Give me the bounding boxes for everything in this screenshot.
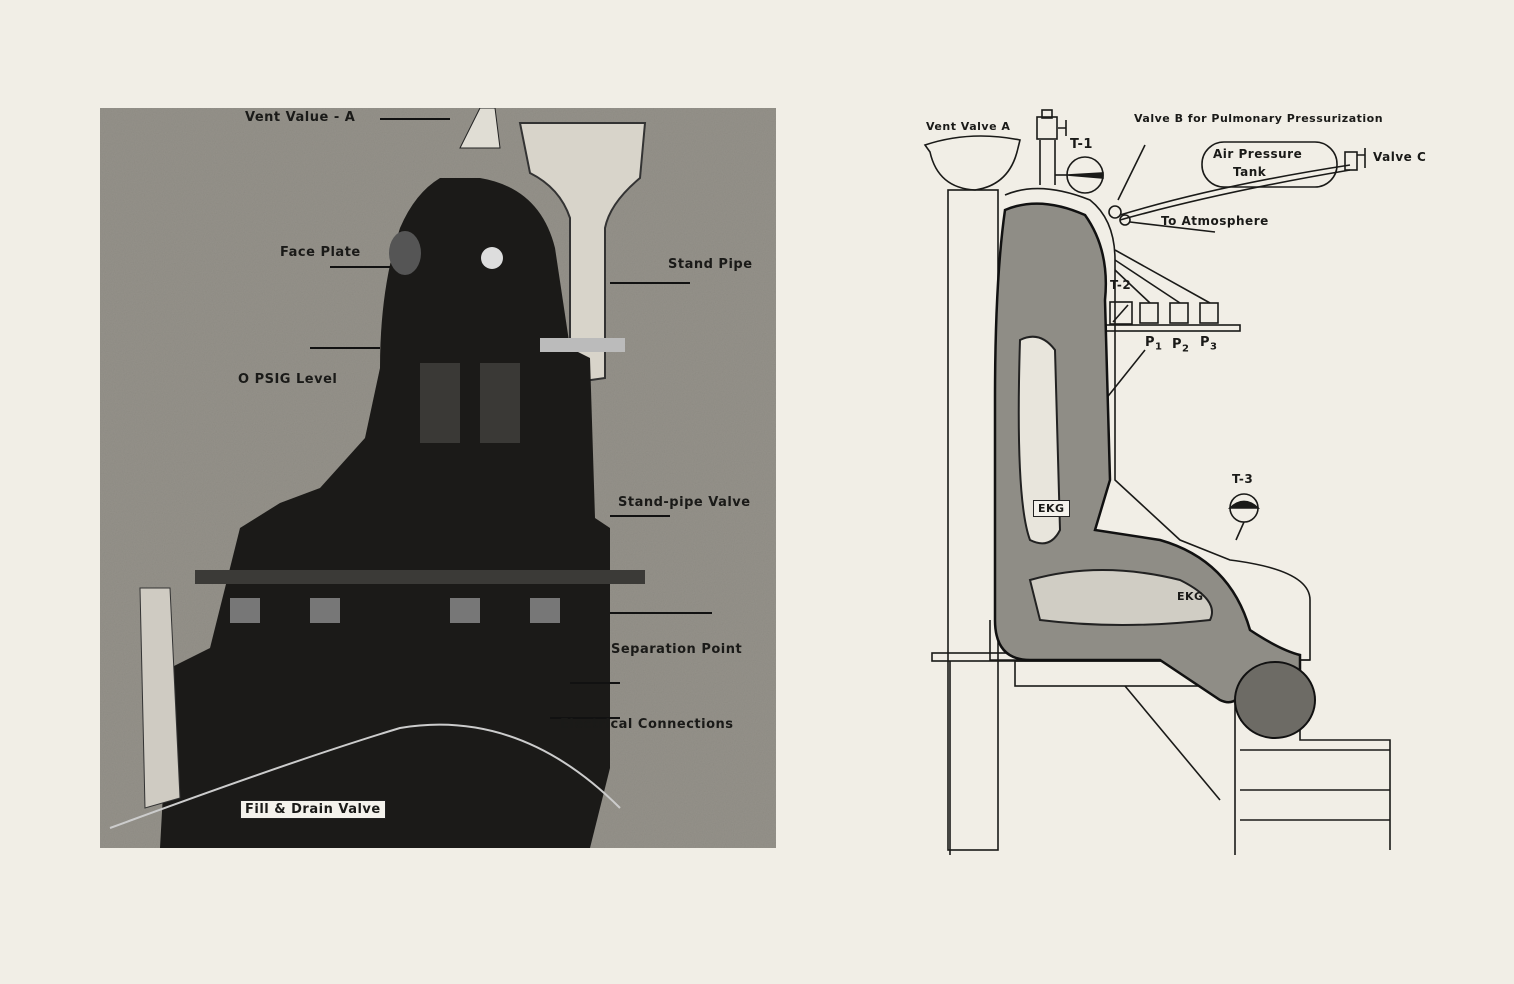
label-ekg-upper: EKG [1033, 500, 1070, 517]
p2-subscript: 2 [1182, 343, 1190, 355]
label-p2: P2 [1172, 337, 1190, 355]
p3-letter: P [1200, 335, 1211, 350]
label-opsig-level: O PSIG Level [238, 372, 338, 387]
label-p1: P1 [1145, 335, 1163, 353]
label-stand-pipe: Stand Pipe [668, 257, 753, 272]
label-electrical-connections: Electrical Connections [560, 717, 734, 732]
label-p3: P3 [1200, 335, 1218, 353]
schematic-drawing [923, 109, 1391, 855]
p3-subscript: 3 [1210, 341, 1218, 353]
label-face-plate: Face Plate [280, 245, 361, 260]
label-valve-c: Valve C [1373, 150, 1427, 164]
p1-subscript: 1 [1155, 341, 1163, 353]
label-fill-drain-valve: Fill & Drain Valve [240, 800, 386, 819]
apparatus-photograph [100, 107, 776, 848]
p1-letter: P [1145, 335, 1156, 350]
label-ekg-lower: EKG [1177, 590, 1204, 603]
p2-letter: P [1172, 337, 1183, 352]
photo-leader-lines [310, 118, 712, 719]
photo-image [100, 107, 776, 848]
label-t1: T-1 [1070, 137, 1093, 152]
label-to-atmosphere: To Atmosphere [1161, 214, 1269, 228]
label-air-pressure: Air Pressure [1213, 147, 1303, 161]
label-tank: Tank [1233, 165, 1267, 179]
label-vent-valve-a-diagram: Vent Valve A [926, 120, 1011, 133]
label-t3: T-3 [1232, 472, 1254, 486]
label-vent-valve-a: Vent Value - A [245, 110, 356, 125]
label-stand-pipe-valve: Stand-pipe Valve [618, 495, 751, 510]
label-t2: T-2 [1110, 278, 1132, 292]
schematic-diagram [920, 100, 1440, 860]
label-valve-b: Valve B for Pulmonary Pressurization [1134, 112, 1384, 125]
label-separation-point: Separation Point [611, 642, 743, 657]
